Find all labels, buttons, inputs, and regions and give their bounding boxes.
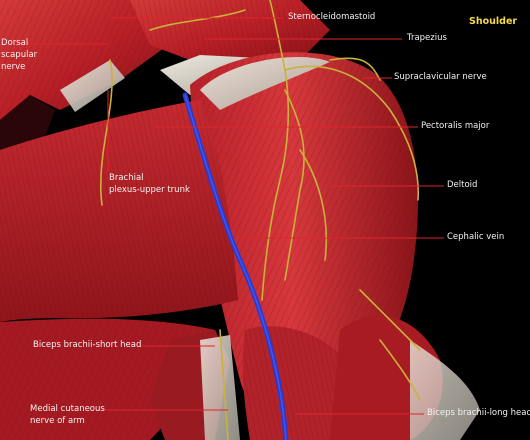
label-pectoralis-major: Pectoralis major [421,121,490,131]
label-brachial-plexus-line1: Brachial [109,173,144,183]
leader-lines [20,17,444,415]
label-trapezius: Trapezius [407,33,447,43]
figure-title: Shoulder [469,16,518,27]
label-dorsal-scapular-line3: nerve [1,62,26,72]
label-supraclavicular-nerve: Supraclavicular nerve [394,72,487,82]
label-biceps-long-head: Biceps brachii-long head [427,408,530,418]
label-biceps-short-head: Biceps brachii-short head [33,340,142,350]
label-dorsal-scapular-line2: scapular [1,50,38,60]
label-sternocleidomastoid: Sternocleidomastoid [288,12,376,22]
label-brachial-plexus-line2: plexus-upper trunk [109,185,190,195]
label-dorsal-scapular-line1: Dorsal [1,38,29,48]
label-cephalic-vein: Cephalic vein [447,232,505,242]
label-deltoid: Deltoid [447,180,478,190]
label-medial-cutaneous-line1: Medial cutaneous [30,404,105,414]
label-medial-cutaneous-line2: nerve of arm [30,416,85,426]
